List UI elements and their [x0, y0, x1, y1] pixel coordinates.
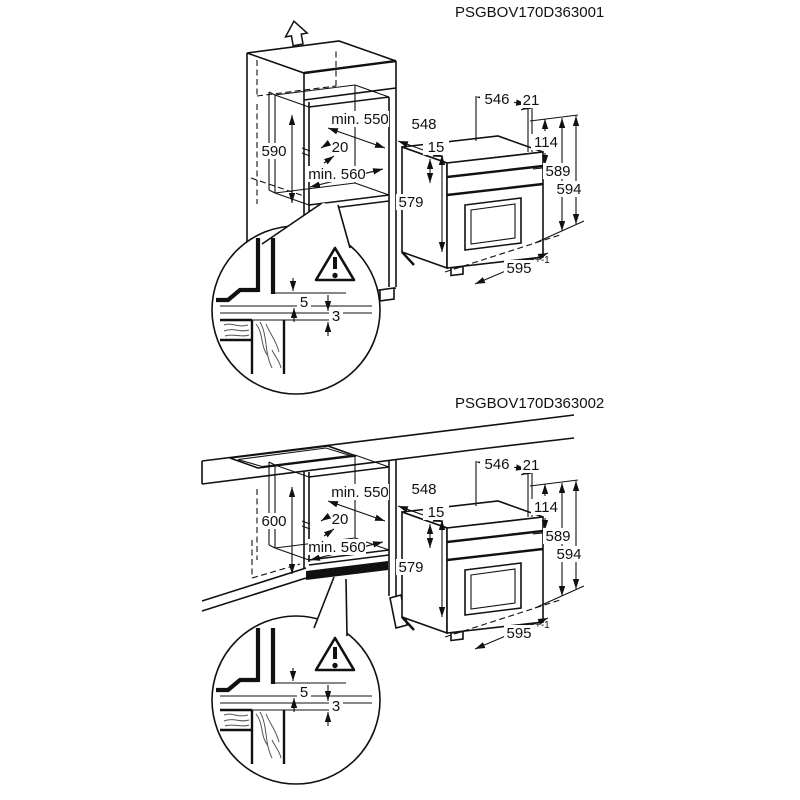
figure-1-column-installation: PSGBOV170D363001 — [211, 4, 604, 395]
hob-cutout-outer — [229, 445, 357, 469]
dim-label-rear-gap-20: 20 — [332, 139, 349, 156]
dim-label-niche-width-min560: min. 560 — [308, 166, 366, 183]
detail-callout-circle — [211, 225, 381, 395]
figure-2-cabinet-dimensions: 600 min. 550 20 min. 560 — [258, 484, 389, 574]
counter-cabinet-drawing — [201, 414, 575, 629]
dim-label-niche-height-590: 590 — [261, 143, 286, 160]
cabinet-plinth-foot — [379, 287, 395, 302]
callout-wedge — [262, 203, 350, 248]
dim-label-niche-depth-min550: min. 550 — [331, 484, 389, 501]
dim-label-niche-width-min560: min. 560 — [308, 539, 366, 556]
dim-label-rear-gap-20: 20 — [332, 511, 349, 528]
ventilation-strip — [306, 561, 388, 580]
figure-1-cabinet-dimensions: 590 min. 550 20 min. 560 — [258, 111, 389, 203]
figure-2-under-counter-installation: PSGBOV170D363002 — [201, 395, 604, 785]
dim-label-niche-height-600: 600 — [261, 513, 286, 530]
detail-callout-circle — [211, 615, 381, 785]
cabinet-plinth-foot — [389, 594, 408, 629]
figure-1-code: PSGBOV170D363001 — [455, 4, 604, 21]
cabinet-top-face — [246, 40, 397, 74]
callout-wedge — [314, 577, 347, 636]
dim-label-niche-depth-min550: min. 550 — [331, 111, 389, 128]
figure-2-code: PSGBOV170D363002 — [455, 395, 604, 412]
up-arrow-icon — [284, 19, 309, 47]
